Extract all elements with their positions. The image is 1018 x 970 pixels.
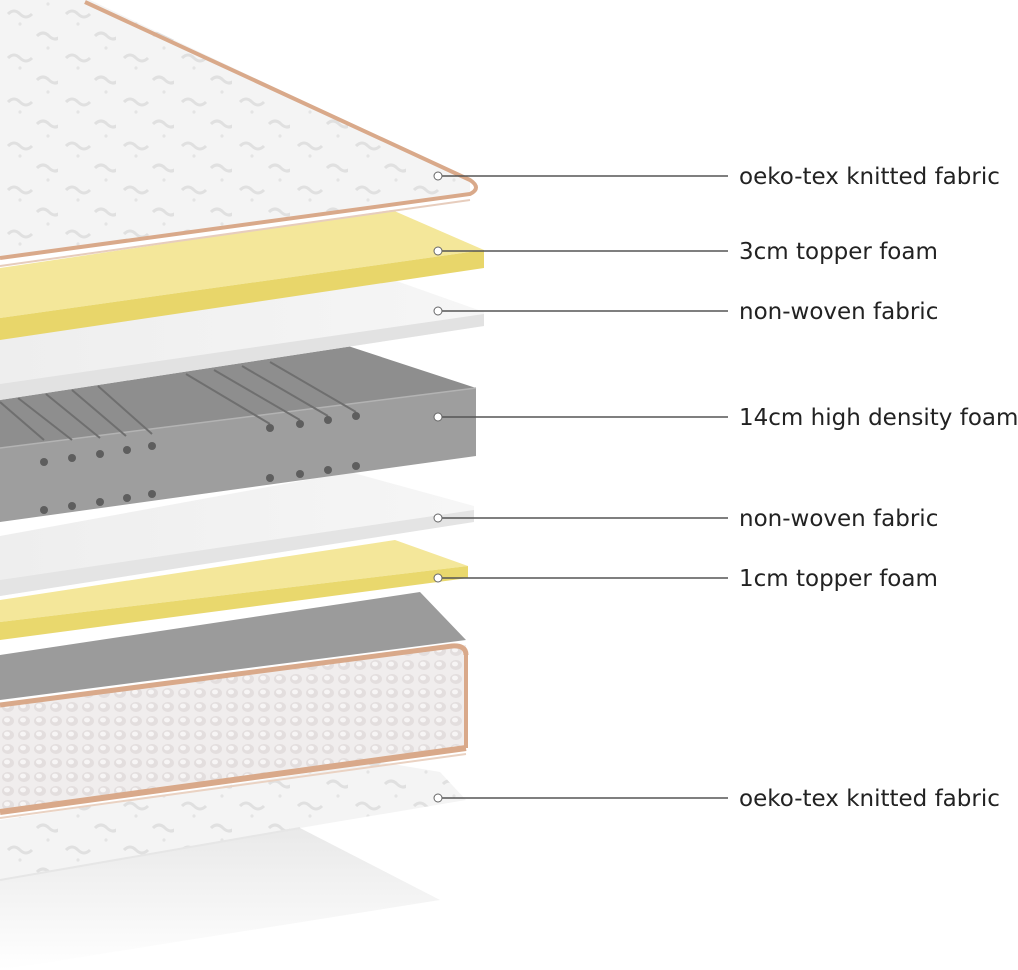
leader-lines	[438, 175, 728, 799]
label-bottom-topper-foam: 1cm topper foam	[739, 566, 938, 592]
floor-shadow	[0, 828, 440, 970]
label-high-density-foam: 14cm high density foam	[739, 405, 1018, 431]
top-non-woven-fabric-layer	[0, 278, 484, 400]
top-topper-foam-layer	[0, 210, 484, 340]
leader-dots	[433, 171, 443, 803]
label-top-non-woven-fabric: non-woven fabric	[739, 299, 939, 325]
top-knitted-fabric-layer	[0, 0, 478, 267]
high-density-foam-layer	[0, 346, 477, 522]
label-top-topper-foam: 3cm topper foam	[739, 239, 938, 265]
bottom-topper-foam-layer	[0, 540, 468, 640]
mattress-border	[0, 592, 469, 819]
label-top-knitted-fabric: oeko-tex knitted fabric	[739, 164, 1000, 190]
bottom-knitted-fabric-layer	[0, 762, 466, 881]
bottom-non-woven-fabric-layer	[0, 472, 474, 596]
label-bottom-non-woven-fabric: non-woven fabric	[739, 506, 939, 532]
label-bottom-knitted-fabric: oeko-tex knitted fabric	[739, 786, 1000, 812]
